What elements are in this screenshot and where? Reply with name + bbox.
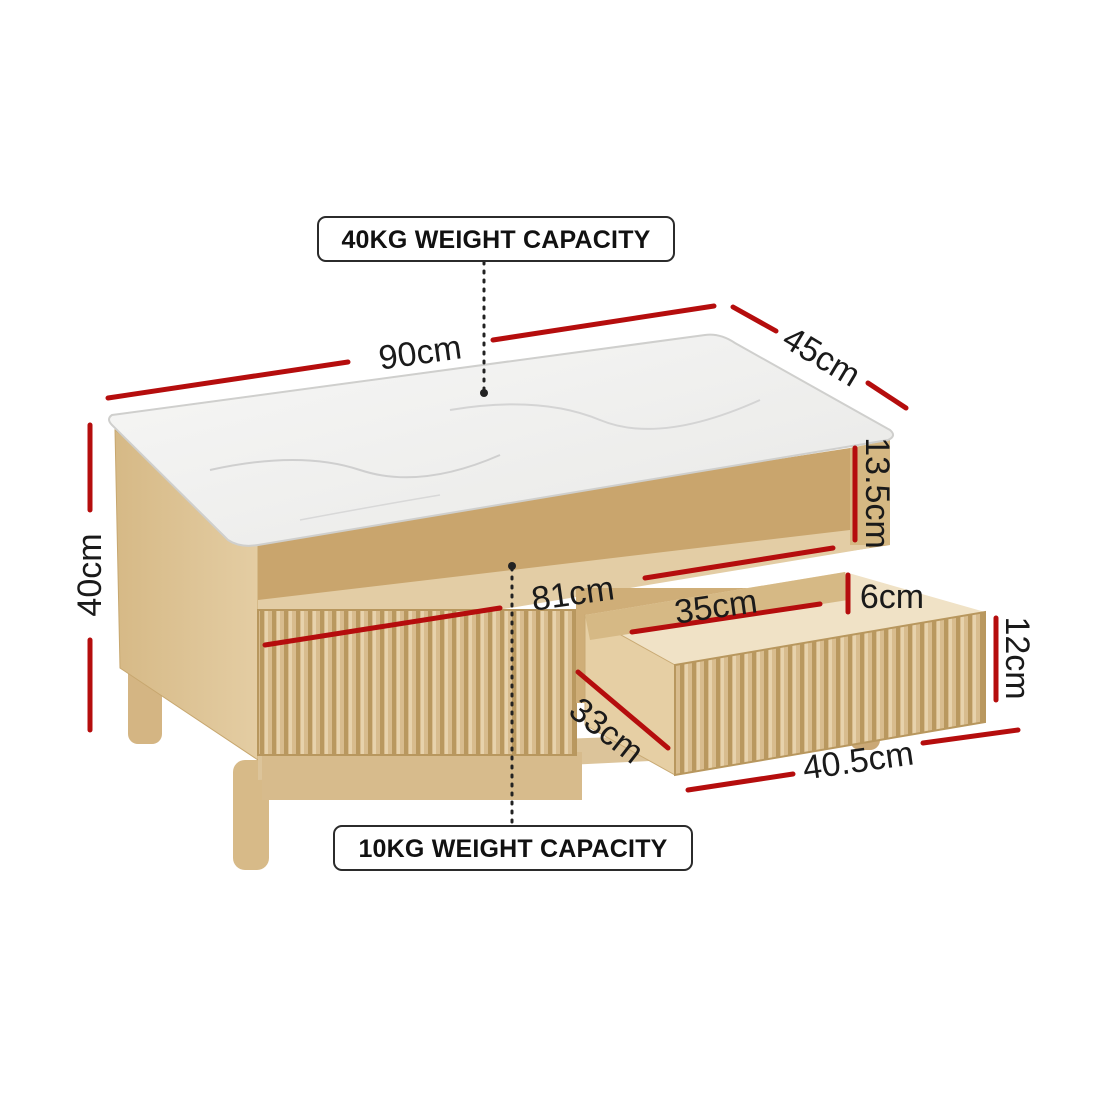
dim-line-81-left [262, 605, 503, 648]
drawer-front-height-label: 12cm [998, 616, 1036, 699]
dimension-lines [87, 303, 1021, 793]
drawer-capacity-dot [508, 562, 516, 570]
marble-top [108, 333, 894, 547]
top-capacity-badge [317, 216, 675, 262]
dim-line-40-5-right [920, 727, 1021, 746]
leg-front-left [233, 760, 269, 870]
drawer-capacity-label: 10KG WEIGHT CAPACITY [358, 835, 667, 863]
dim-line-81-right [642, 545, 836, 581]
coffee-table [108, 333, 986, 870]
open-drawer-front [674, 610, 986, 777]
drawer-capacity-badge [333, 825, 693, 871]
dim-line-35 [629, 601, 823, 635]
drawer-inner-height-label: 6cm [860, 578, 924, 616]
dim-line-33 [575, 669, 671, 751]
dim-line-90-left [105, 359, 351, 401]
open-drawer-back [585, 572, 848, 640]
marble-vein-2 [449, 399, 761, 430]
dim-line-45-a [730, 304, 779, 334]
height-overall-label: 40cm [71, 533, 109, 616]
shelf-right-wall [850, 440, 890, 545]
top-capacity-dot [480, 389, 488, 397]
dim-line-90-right [490, 303, 717, 343]
dim-line-45-b [865, 380, 909, 411]
marble-vein-1 [209, 454, 501, 479]
marble-vein-3 [299, 494, 441, 521]
dim-line-40-5-left [685, 771, 796, 793]
closed-drawer [257, 609, 577, 756]
shelf-height-label: 13.5cm [858, 437, 896, 549]
top-capacity-label: 40KG WEIGHT CAPACITY [341, 226, 650, 254]
open-drawer-interior [585, 572, 985, 665]
base-rail [262, 752, 582, 800]
